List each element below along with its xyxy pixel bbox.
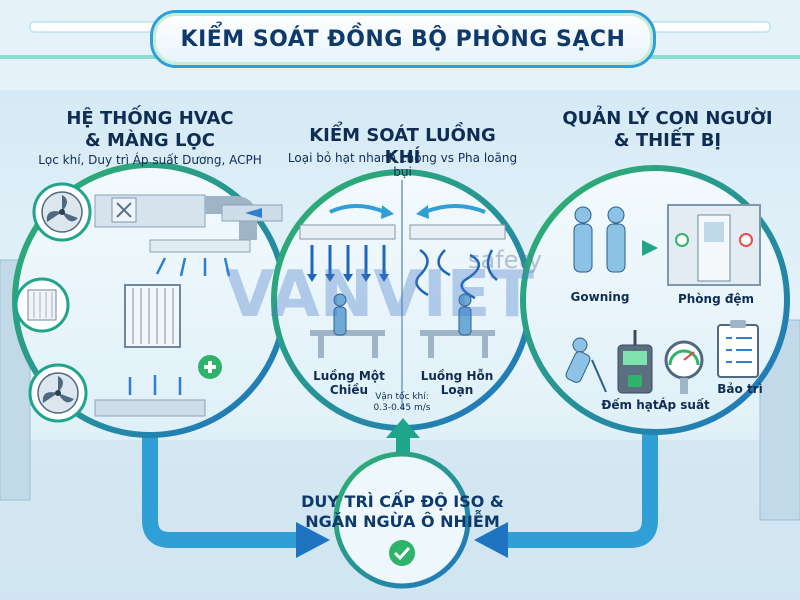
column-hvac-heading: HỆ THỐNG HVAC & MÀNG LỌC	[66, 108, 234, 151]
title-banner: KIỂM SOÁT ĐỒNG BỘ PHÒNG SẠCH	[150, 10, 656, 68]
person-icon-lab-1	[333, 293, 347, 336]
unidirectional-flow-label: Luồng Một Chiều	[313, 369, 385, 397]
up-arrow-head	[386, 418, 420, 438]
bench-left	[310, 330, 385, 336]
supply-air-arrows	[155, 257, 231, 277]
filter-bubble-icon	[14, 277, 70, 333]
velocity-note: Vận tốc khí: 0.3-0.45 m/s	[373, 392, 431, 413]
exhaust-fan-icon	[28, 363, 88, 423]
watermark-overlay: safety	[468, 246, 543, 274]
turbulent-top-arrow	[424, 204, 486, 214]
column-people-heading: QUẢN LÝ CON NGƯỜI & THIẾT BỊ	[562, 108, 773, 151]
laminar-top-arrow	[329, 204, 386, 214]
laminar-hepa-panel	[299, 224, 396, 240]
column-airflow-subtitle: Loại bỏ hạt nhanh chóng vs Pha loãng bụi	[287, 151, 518, 179]
flow-arrow-left	[142, 420, 300, 548]
page-title: KIỂM SOÁT ĐỒNG BỘ PHÒNG SẠCH	[180, 26, 626, 52]
flow-arrow-right-head	[474, 522, 508, 558]
filter-icon	[124, 284, 181, 348]
plus-icon	[198, 355, 222, 379]
diffuser	[149, 239, 251, 253]
person-icon-cleaning	[565, 337, 607, 393]
gowning-arrow	[642, 240, 658, 256]
up-arrow-shaft	[396, 435, 410, 457]
return-air-arrows	[128, 375, 182, 395]
flow-arrow-right	[505, 420, 658, 548]
door-icon	[667, 204, 761, 286]
pressure-gauge-icon	[664, 340, 704, 394]
turbulent-flow-arrows	[415, 248, 498, 300]
return-duct	[94, 399, 206, 417]
circle-goal	[333, 451, 471, 589]
column-airflow-heading: KIỂM SOÁT LUỒNG KHÍ	[309, 125, 496, 168]
particle-counter-icon	[617, 330, 653, 394]
inlet-arrow	[245, 208, 262, 218]
particle-count-label: Đếm hạt	[601, 398, 659, 412]
bench-right	[420, 330, 495, 336]
person-icon-gowning	[573, 206, 626, 273]
goal-text: DUY TRÌ CẤP ĐỘ ISO & NGĂN NGỪA Ô NHIỄM	[301, 492, 504, 531]
person-icon-lab-2	[458, 293, 472, 336]
airlock-label: Phòng đệm	[677, 292, 755, 306]
watermark-brand: VANVIET	[225, 258, 534, 332]
turbulent-hepa-panel	[409, 224, 506, 240]
check-icon	[389, 540, 415, 566]
maintenance-label: Bảo trì	[717, 382, 763, 396]
laminar-flow-arrows	[310, 245, 386, 275]
clipboard-icon	[717, 320, 759, 378]
turbulent-flow-label: Luồng Hỗn Loạn	[420, 369, 494, 397]
pressure-label: Áp suất	[658, 398, 710, 412]
column-hvac-subtitle: Lọc khí, Duy trì Áp suất Dương, ACPH	[38, 153, 262, 167]
flow-arrow-left-head	[296, 522, 330, 558]
gowning-label: Gowning	[570, 290, 630, 304]
fan-icon	[32, 182, 92, 242]
